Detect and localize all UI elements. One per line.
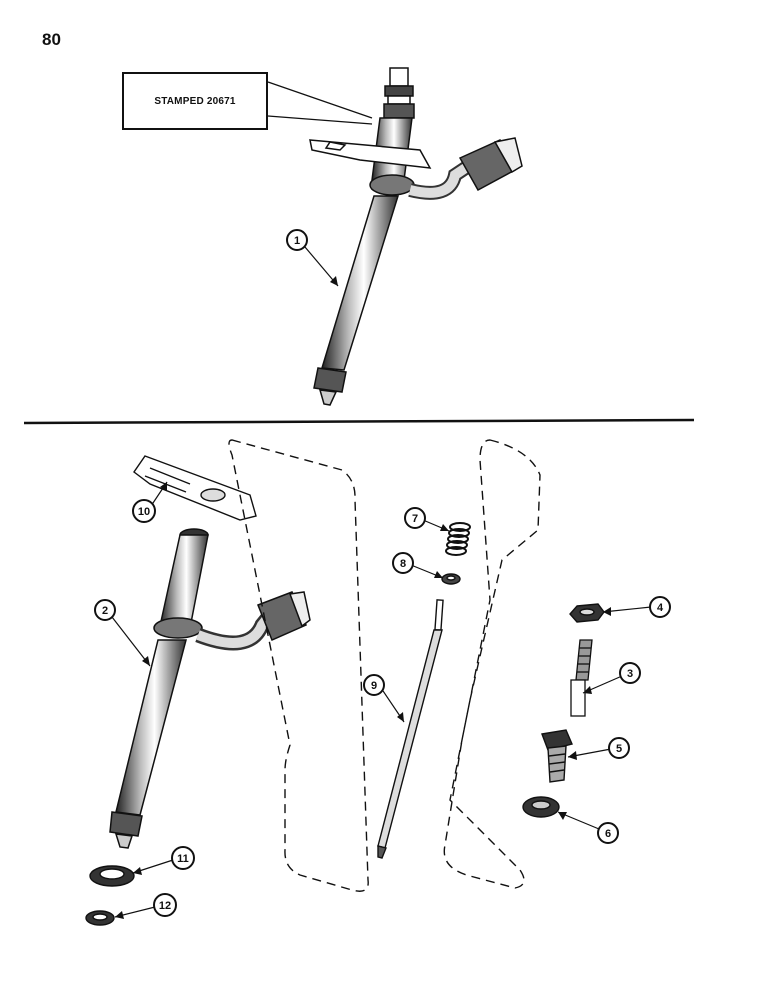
svg-text:12: 12 xyxy=(159,900,171,912)
callout-8: 8 xyxy=(392,552,414,574)
nozzle-holder-body xyxy=(109,528,311,849)
svg-text:10: 10 xyxy=(138,506,150,518)
svg-text:4: 4 xyxy=(657,602,664,614)
washer-large xyxy=(89,865,135,887)
callout-4: 4 xyxy=(649,596,671,618)
svg-text:1: 1 xyxy=(294,235,300,247)
callout-2: 2 xyxy=(94,599,116,621)
callout-7: 7 xyxy=(404,507,426,529)
spring xyxy=(445,522,471,556)
svg-text:8: 8 xyxy=(400,558,406,570)
callout-6: 6 xyxy=(597,822,619,844)
callout-11: 11 xyxy=(171,846,195,870)
stamp-leader xyxy=(267,81,373,125)
callout-1: 1 xyxy=(286,229,308,251)
svg-text:3: 3 xyxy=(627,668,633,680)
lock-nut xyxy=(569,603,605,623)
svg-text:6: 6 xyxy=(605,828,611,840)
svg-text:11: 11 xyxy=(177,853,189,865)
section-divider xyxy=(23,418,695,425)
stamp-note-text: STAMPED 20671 xyxy=(154,95,236,107)
dashed-group-outline-left xyxy=(228,439,369,892)
svg-text:5: 5 xyxy=(616,743,622,755)
nozzle-holder-assembly xyxy=(309,67,523,406)
callout-10: 10 xyxy=(132,499,156,523)
spring-seat xyxy=(441,573,461,585)
svg-text:2: 2 xyxy=(102,605,108,617)
dashed-group-outline-right xyxy=(443,439,541,889)
callout-arrowheads xyxy=(115,276,611,919)
callout-12: 12 xyxy=(153,893,177,917)
callout-5: 5 xyxy=(608,737,630,759)
cap-nut xyxy=(541,729,573,783)
svg-text:9: 9 xyxy=(371,680,377,692)
callout-3: 3 xyxy=(619,662,641,684)
washer-small xyxy=(85,910,115,926)
stamp-note-box: STAMPED 20671 xyxy=(122,72,268,130)
seal-washer xyxy=(522,796,560,818)
callout-9: 9 xyxy=(363,674,385,696)
page-number: 80 xyxy=(42,30,61,49)
svg-text:7: 7 xyxy=(412,513,418,525)
push-rod xyxy=(377,599,444,859)
adjusting-screw xyxy=(570,639,593,717)
